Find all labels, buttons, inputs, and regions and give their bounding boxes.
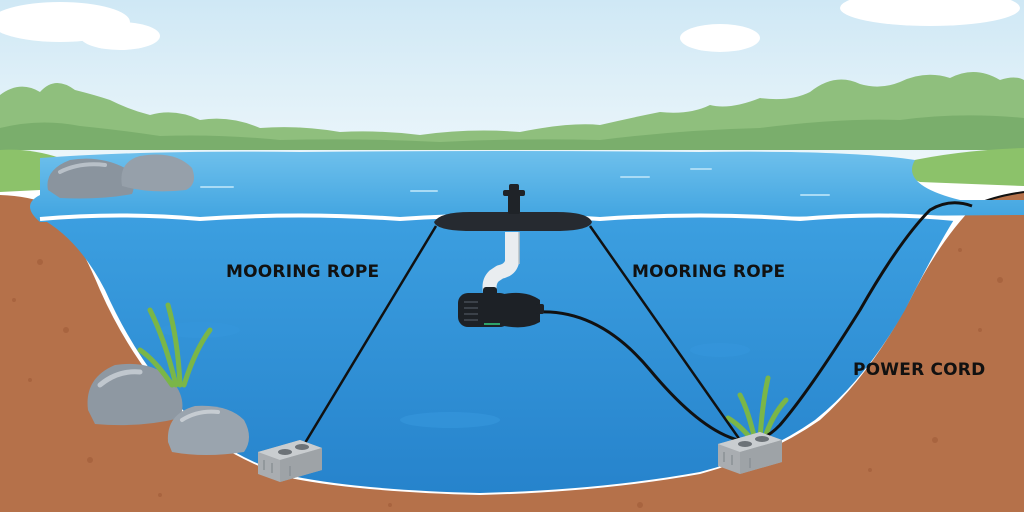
soil-specks (12, 248, 1003, 508)
clouds (0, 0, 1020, 52)
power-cord (539, 201, 973, 443)
cinder-block-icon (718, 432, 782, 474)
mooring-rope-right (588, 225, 742, 441)
cinder-block-icon (258, 440, 322, 482)
treeline-shadow (0, 115, 1024, 150)
rock-icon (87, 363, 249, 455)
water-surface (30, 151, 1024, 222)
soil (0, 192, 1024, 512)
water-body (40, 216, 955, 493)
pump-icon (458, 287, 544, 328)
power-cord-label: POWER CORD (853, 360, 986, 380)
plant-icon (137, 302, 213, 388)
rock-icon (47, 154, 194, 199)
fountain-float-icon (434, 184, 592, 231)
mooring-rope-label-right: MOORING ROPE (632, 262, 786, 282)
riser-pipe (482, 232, 519, 294)
mooring-rope-label-left: MOORING ROPE (226, 262, 380, 282)
mooring-rope-left (300, 225, 438, 449)
grass-bank-right (902, 148, 1024, 186)
water-shading (160, 322, 750, 428)
